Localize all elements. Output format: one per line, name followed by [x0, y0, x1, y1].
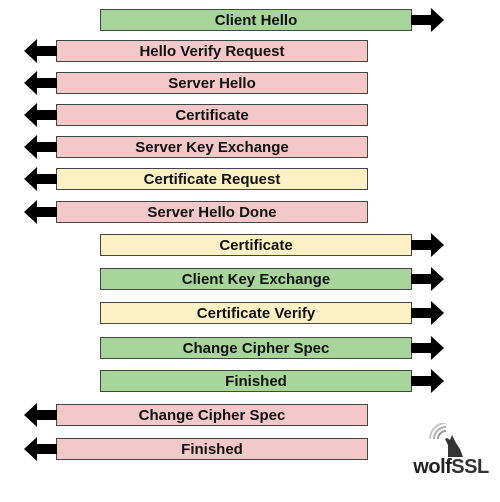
logo-text-ssl: SSL — [451, 456, 489, 478]
message-4: Certificate — [56, 104, 368, 126]
arrow-left-icon — [24, 200, 57, 224]
message-5: Server Key Exchange — [56, 136, 368, 158]
message-6: Certificate Request — [56, 168, 368, 190]
arrow-right-icon — [411, 301, 444, 325]
arrow-left-icon — [24, 437, 57, 461]
message-13: Change Cipher Spec — [56, 404, 368, 426]
arrow-left-icon — [24, 403, 57, 427]
wolf-howling-icon — [429, 422, 463, 457]
message-11: Change Cipher Spec — [100, 337, 412, 359]
message-14: Finished — [56, 438, 368, 460]
arrow-left-icon — [24, 167, 57, 191]
arrow-right-icon — [411, 233, 444, 257]
arrow-right-icon — [411, 336, 444, 360]
message-2: Hello Verify Request — [56, 40, 368, 62]
message-8: Certificate — [100, 234, 412, 256]
arrow-left-icon — [24, 103, 57, 127]
arrow-left-icon — [24, 39, 57, 63]
message-3: Server Hello — [56, 72, 368, 94]
message-12: Finished — [100, 370, 412, 392]
arrow-right-icon — [411, 267, 444, 291]
arrow-right-icon — [411, 369, 444, 393]
arrow-left-icon — [24, 71, 57, 95]
arrow-left-icon — [24, 135, 57, 159]
message-10: Certificate Verify — [100, 302, 412, 324]
wolfssl-logo: wolfSSL — [408, 422, 494, 483]
arrow-right-icon — [411, 8, 444, 32]
message-7: Server Hello Done — [56, 201, 368, 223]
message-9: Client Key Exchange — [100, 268, 412, 290]
logo-text-wolf: wolf — [413, 456, 452, 478]
message-1: Client Hello — [100, 9, 412, 31]
